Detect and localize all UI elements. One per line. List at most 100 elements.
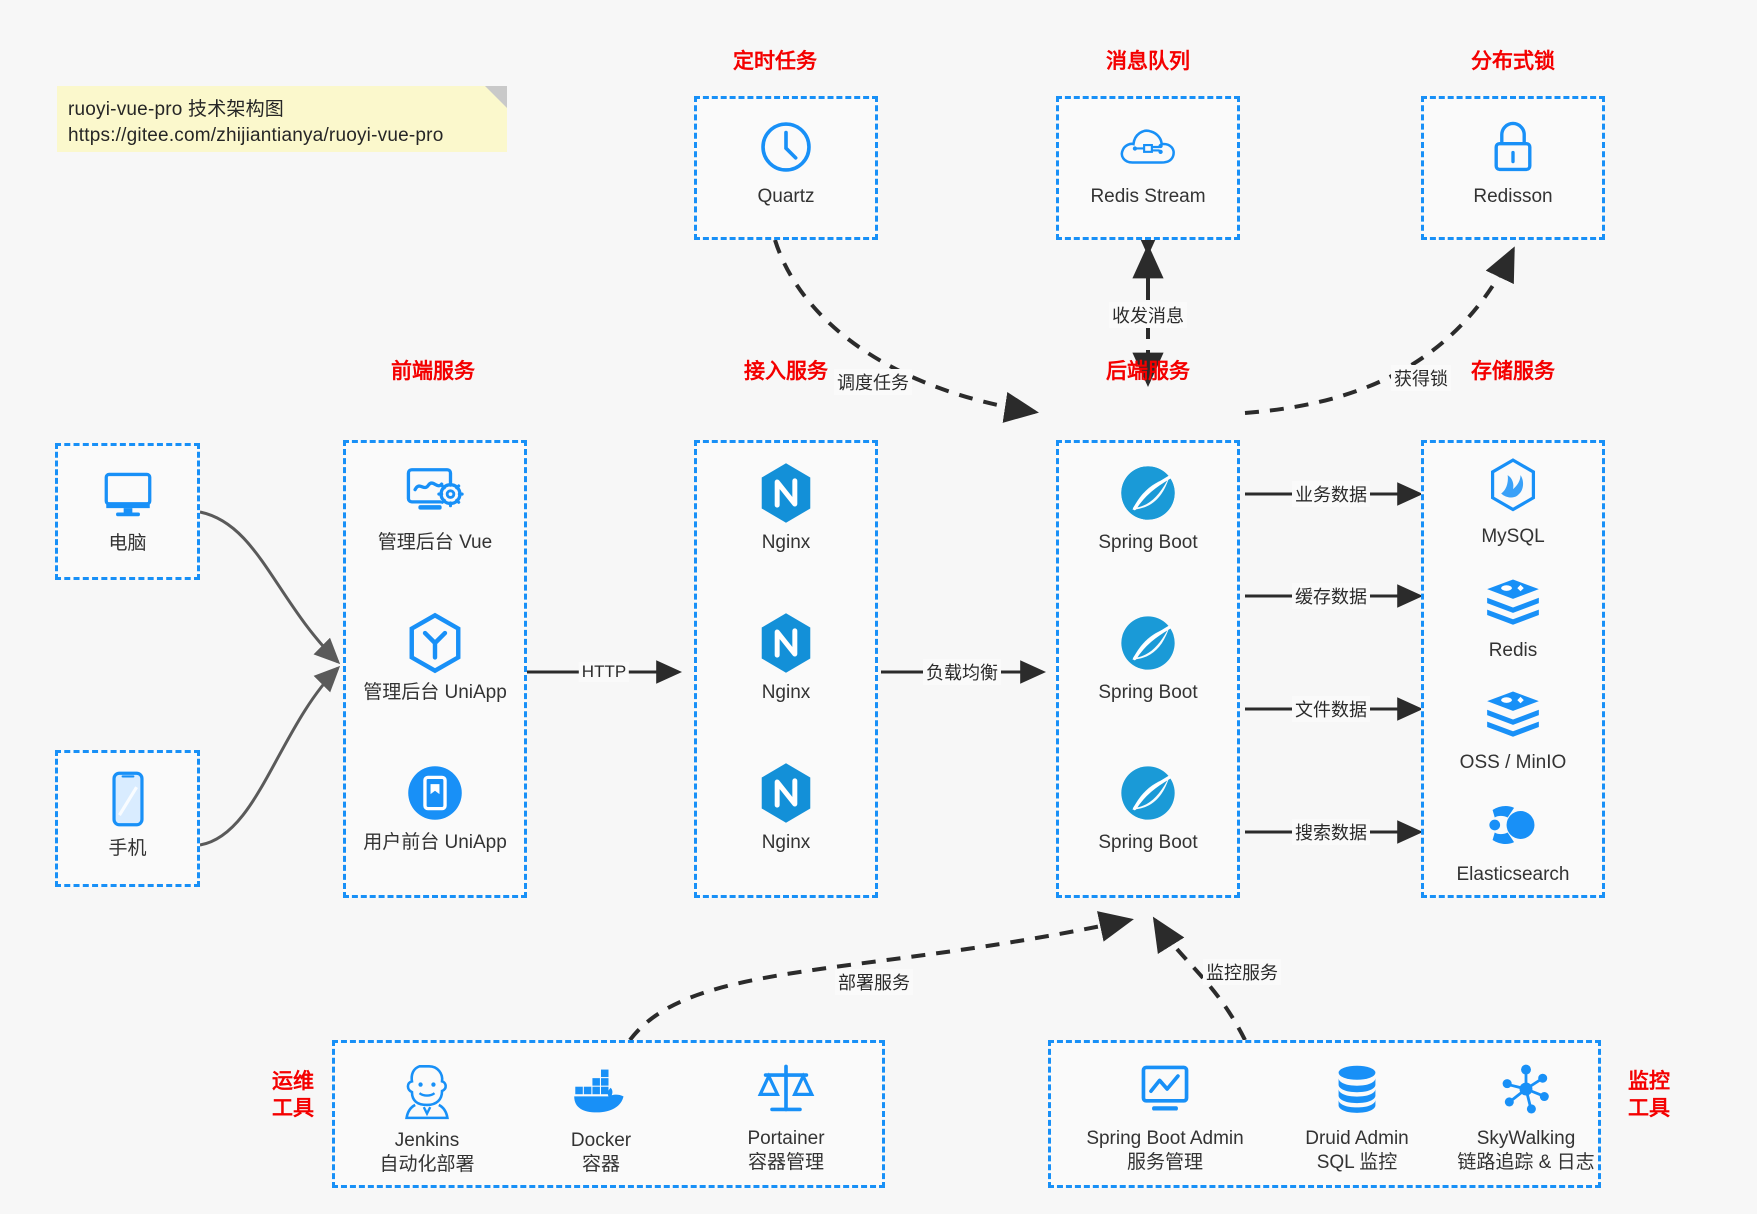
node-spring-boot-3[interactable]: Spring Boot — [1059, 763, 1237, 855]
node-elasticsearch[interactable]: Elasticsearch — [1424, 795, 1602, 887]
node-computer[interactable]: 电脑 — [58, 464, 197, 556]
group-title-scheduled-task: 定时任务 — [733, 50, 817, 73]
node-label: 电脑 — [108, 533, 147, 554]
jenkins-icon — [347, 1061, 507, 1121]
node-nginx-3[interactable]: Nginx — [697, 763, 875, 855]
node-mysql[interactable]: MySQL — [1424, 457, 1602, 549]
cloud-stream-icon — [1059, 117, 1237, 177]
title-note: ruoyi-vue-pro 技术架构图 https://gitee.com/zh… — [57, 86, 507, 152]
node-label: Spring Boot — [1098, 682, 1198, 703]
group-distributed-lock: Redisson — [1421, 96, 1605, 240]
group-storage: MySQL Redis — [1421, 440, 1605, 898]
node-label: 管理后台 UniApp — [363, 682, 507, 703]
node-label: Spring Boot — [1098, 532, 1198, 553]
edge-label-search-data: 搜索数据 — [1292, 819, 1370, 845]
skywalking-icon — [1431, 1059, 1621, 1119]
node-label: 手机 — [108, 838, 147, 859]
group-title-devops-line1: 运维 — [272, 1070, 314, 1093]
edge-label-load-balance: 负载均衡 — [923, 659, 1001, 685]
group-backend: Spring Boot Spring Boot — [1056, 440, 1240, 898]
clock-icon — [697, 117, 875, 177]
group-title-monitor-line2: 工具 — [1628, 1097, 1670, 1121]
node-label: Redis Stream — [1090, 186, 1206, 207]
node-label-name: Druid Admin — [1305, 1128, 1409, 1149]
mysql-icon — [1424, 457, 1602, 517]
group-phone: 手机 — [55, 750, 200, 887]
docker-icon — [521, 1061, 681, 1121]
node-spring-boot-2[interactable]: Spring Boot — [1059, 613, 1237, 705]
node-spring-boot-1[interactable]: Spring Boot — [1059, 463, 1237, 555]
node-druid-admin[interactable]: Druid Admin SQL 监控 — [1267, 1059, 1447, 1175]
smartphone-icon — [58, 769, 197, 829]
node-label-desc: SQL 监控 — [1316, 1151, 1398, 1173]
node-skywalking[interactable]: SkyWalking 链路追踪 & 日志 — [1431, 1059, 1621, 1175]
node-label-desc: 链路追踪 & 日志 — [1457, 1151, 1595, 1173]
monitor-chart-icon — [1055, 1059, 1275, 1119]
node-label-name: Spring Boot Admin — [1086, 1128, 1244, 1149]
group-title-devops: 运维 工具 — [258, 1068, 328, 1123]
node-nginx-1[interactable]: Nginx — [697, 463, 875, 555]
edge-label-send-receive-message: 收发消息 — [1109, 302, 1187, 328]
edge-label-file-data: 文件数据 — [1292, 696, 1370, 722]
nginx-icon — [697, 763, 875, 823]
node-label-name: Docker — [570, 1130, 632, 1151]
note-line-2: https://gitee.com/zhijiantianya/ruoyi-vu… — [68, 125, 444, 146]
node-redisson[interactable]: Redisson — [1424, 117, 1602, 209]
nginx-icon — [697, 463, 875, 523]
edge-label-cache-data: 缓存数据 — [1292, 583, 1370, 609]
node-label: 用户前台 UniApp — [363, 832, 507, 853]
node-label-desc: 服务管理 — [1126, 1151, 1203, 1173]
node-redis-stream[interactable]: Redis Stream — [1059, 117, 1237, 209]
node-label: Redis — [1488, 640, 1538, 661]
edge-label-acquire-lock: 获得锁 — [1391, 365, 1451, 391]
group-title-distributed-lock: 分布式锁 — [1471, 50, 1555, 73]
node-spring-boot-admin[interactable]: Spring Boot Admin 服务管理 — [1055, 1059, 1275, 1175]
group-message-queue: Redis Stream — [1056, 96, 1240, 240]
edge-label-business-data: 业务数据 — [1292, 481, 1370, 507]
nginx-icon — [697, 613, 875, 673]
note-line-1: ruoyi-vue-pro 技术架构图 — [68, 99, 285, 120]
database-icon — [1267, 1059, 1447, 1119]
node-admin-vue[interactable]: 管理后台 Vue — [346, 463, 524, 555]
node-phone[interactable]: 手机 — [58, 769, 197, 861]
node-label-name: Jenkins — [394, 1130, 460, 1151]
node-portainer[interactable]: Portainer 容器管理 — [701, 1059, 871, 1175]
node-redis[interactable]: Redis — [1424, 571, 1602, 663]
dashboard-gear-icon — [346, 463, 524, 523]
group-computer: 电脑 — [55, 443, 200, 580]
node-label: OSS / MinIO — [1459, 752, 1567, 773]
group-title-backend: 后端服务 — [1106, 360, 1190, 383]
node-label: Spring Boot — [1098, 832, 1198, 853]
node-label: Nginx — [761, 832, 811, 853]
node-label: 管理后台 Vue — [377, 532, 493, 553]
node-quartz[interactable]: Quartz — [697, 117, 875, 209]
node-label: MySQL — [1481, 526, 1545, 547]
group-title-message-queue: 消息队列 — [1106, 50, 1190, 73]
node-label: Nginx — [761, 532, 811, 553]
node-jenkins[interactable]: Jenkins 自动化部署 — [347, 1061, 507, 1177]
redis-icon — [1424, 571, 1602, 631]
node-docker[interactable]: Docker 容器 — [521, 1061, 681, 1177]
node-admin-uniapp[interactable]: 管理后台 UniApp — [346, 612, 524, 705]
node-label-name: Portainer — [747, 1128, 825, 1149]
node-nginx-2[interactable]: Nginx — [697, 613, 875, 705]
lock-icon — [1424, 117, 1602, 177]
group-title-monitor-line1: 监控 — [1628, 1070, 1670, 1093]
node-user-uniapp[interactable]: 用户前台 UniApp — [346, 763, 524, 855]
spring-boot-icon — [1059, 463, 1237, 523]
node-label: Elasticsearch — [1456, 864, 1570, 885]
node-label: Quartz — [757, 186, 815, 207]
group-title-frontend: 前端服务 — [391, 360, 475, 383]
note-fold-icon — [485, 86, 507, 108]
spring-boot-icon — [1059, 763, 1237, 823]
edge-label-monitor-service: 监控服务 — [1203, 959, 1281, 985]
portainer-scale-icon — [701, 1059, 871, 1119]
group-gateway: Nginx Nginx Nginx — [694, 440, 878, 898]
group-frontend: 管理后台 Vue 管理后台 UniApp 用户前台 UniApp — [343, 440, 527, 898]
edge-label-deploy-service: 部署服务 — [835, 969, 913, 995]
uniapp-hexagon-icon — [346, 612, 524, 674]
group-monitor: Spring Boot Admin 服务管理 Druid Admin SQL 监… — [1048, 1040, 1601, 1188]
node-oss-minio[interactable]: OSS / MinIO — [1424, 683, 1602, 775]
node-label-desc: 容器管理 — [747, 1151, 824, 1173]
